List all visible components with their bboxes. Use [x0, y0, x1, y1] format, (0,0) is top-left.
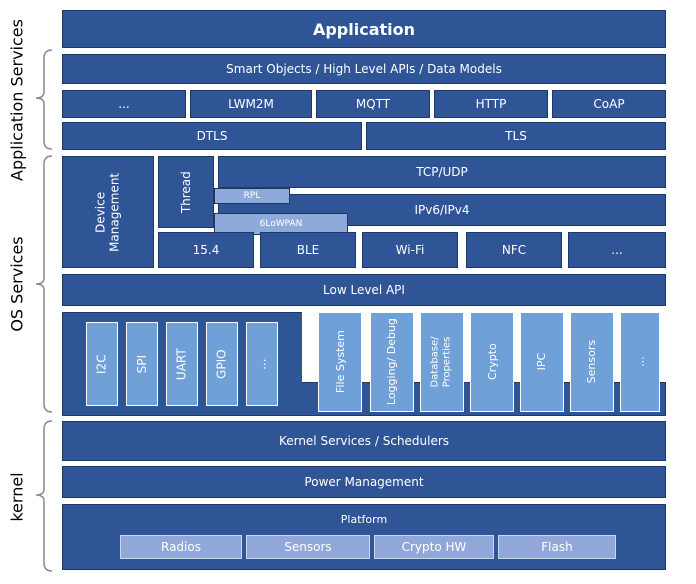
module-ipc: IPC [520, 312, 564, 412]
platform-sensors: Sensors [246, 535, 370, 559]
os-services-label: OS Services [7, 236, 27, 332]
platform-radios: Radios [120, 535, 242, 559]
os-services-bracket [35, 155, 53, 413]
application-services-bracket [35, 49, 53, 150]
module-other: ... [620, 312, 660, 412]
low-level-api-block: Low Level API [62, 274, 666, 306]
application-block: Application [62, 10, 666, 48]
tcp-udp-block: TCP/UDP [218, 156, 666, 188]
power-management-block: Power Management [62, 466, 666, 498]
driver-other: ... [246, 322, 278, 406]
module-crypto: Crypto [470, 312, 514, 412]
module-sensors: Sensors [570, 312, 614, 412]
driver-i2c: I2C [86, 322, 118, 406]
application-services-label: Application Services [7, 19, 27, 181]
protocol-other: ... [62, 90, 186, 118]
dtls-block: DTLS [62, 122, 362, 150]
kernel-services-block: Kernel Services / Schedulers [62, 421, 666, 461]
module-logging-debug: Logging/ Debug [370, 312, 414, 412]
link-154: 15.4 [158, 232, 254, 268]
protocol-mqtt: MQTT [316, 90, 430, 118]
platform-crypto-hw: Crypto HW [374, 535, 494, 559]
thread-block: Thread [158, 156, 214, 228]
protocol-http: HTTP [434, 90, 548, 118]
link-wifi: Wi-Fi [362, 232, 458, 268]
link-nfc: NFC [466, 232, 562, 268]
module-file-system: File System [318, 312, 362, 412]
protocol-lwm2m: LWM2M [190, 90, 312, 118]
driver-spi: SPI [126, 322, 158, 406]
driver-gpio: GPIO [206, 322, 238, 406]
device-management-block: Device Management [62, 156, 154, 268]
tls-block: TLS [366, 122, 666, 150]
link-other: ... [568, 232, 666, 268]
kernel-label: kernel [7, 472, 27, 522]
driver-uart: UART [166, 322, 198, 406]
platform-flash: Flash [498, 535, 616, 559]
protocol-coap: CoAP [552, 90, 666, 118]
link-ble: BLE [260, 232, 356, 268]
kernel-bracket [35, 420, 53, 572]
smart-objects-block: Smart Objects / High Level APIs / Data M… [62, 54, 666, 84]
rpl-block: RPL [214, 188, 290, 204]
module-database-properties: Database/ Properties [420, 312, 464, 412]
